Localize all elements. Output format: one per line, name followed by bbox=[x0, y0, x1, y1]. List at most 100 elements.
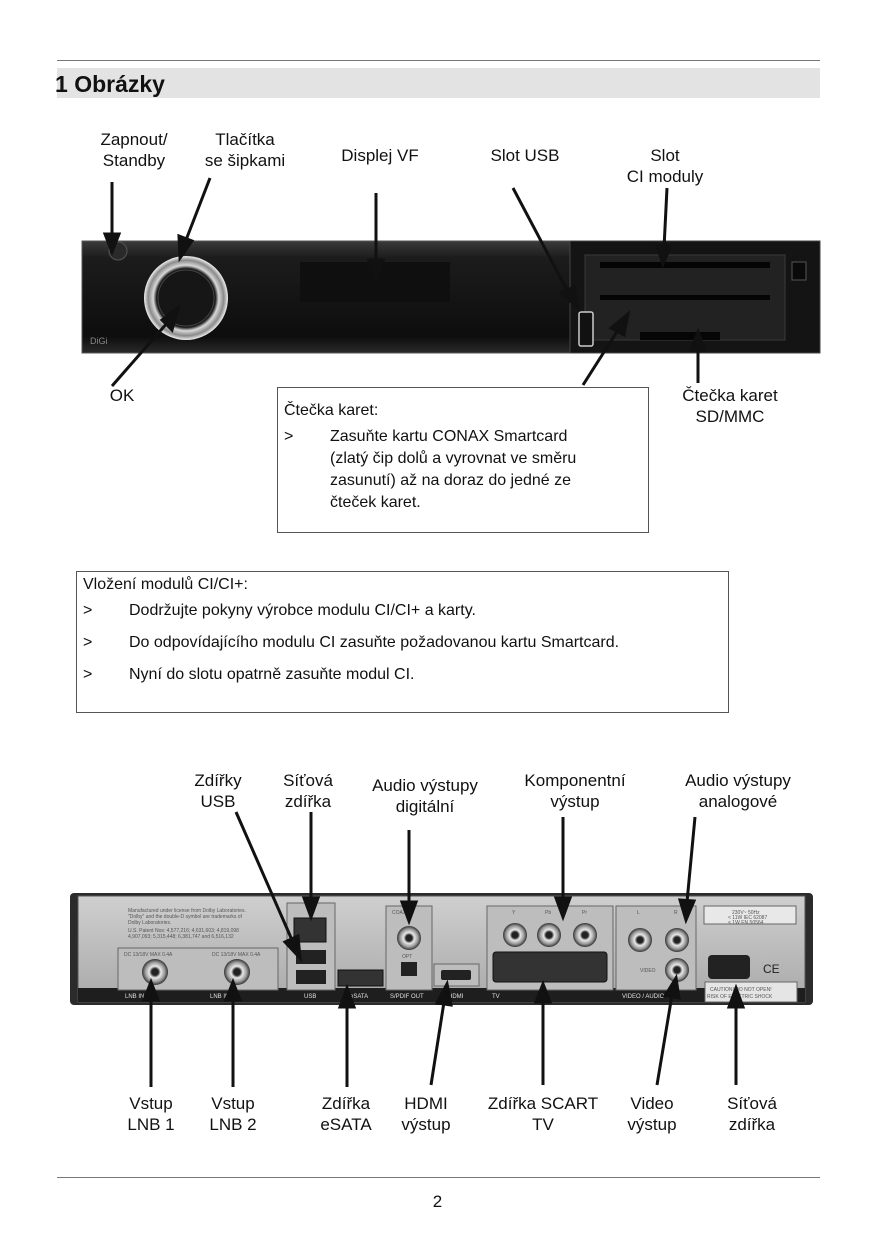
label-lnb2-line1: Vstup bbox=[211, 1094, 255, 1113]
card-reader-box: Čtečka karet: > Zasuňte kartu CONAX Smar… bbox=[277, 387, 649, 533]
label-analog-audio-line2: analogové bbox=[698, 792, 778, 811]
section-title-text: Obrázky bbox=[74, 71, 165, 97]
rating-line-2: < 11W IEC 62087 bbox=[728, 915, 767, 921]
label-sd-reader: Čtečka karet SD/MMC bbox=[655, 385, 805, 427]
brand-logo: DiGi bbox=[90, 336, 108, 346]
label-arrows-line1: Tlačítka bbox=[215, 130, 275, 149]
tv-port-label: TV bbox=[492, 994, 500, 1000]
lnb1-port-label: LNB IN 1 bbox=[125, 994, 150, 1000]
label-esata-line2: eSATA bbox=[320, 1115, 372, 1134]
label-usb-ports-line1: Zdířky bbox=[194, 771, 242, 790]
label-esata-line1: Zdířka bbox=[321, 1094, 371, 1113]
legal-line-1: Manufactured under license from Dolby La… bbox=[128, 908, 246, 914]
label-ok: OK bbox=[109, 386, 135, 405]
audio-r-label: R bbox=[674, 910, 678, 916]
bottom-rule bbox=[57, 1177, 820, 1178]
label-hdmi-line2: výstup bbox=[401, 1115, 451, 1134]
card-reader-line-2: (zlatý čip dolů a vyrovnat ve směru bbox=[330, 450, 577, 467]
lnb2-port-label: LNB IN 2 bbox=[210, 994, 235, 1000]
label-power-line2: Standby bbox=[102, 151, 166, 170]
label-network-line1: Síťová bbox=[283, 771, 333, 790]
label-ci-slot: Slot CI moduly bbox=[600, 145, 730, 187]
card-reader-title: Čtečka karet: bbox=[284, 402, 379, 419]
component-pb-label: Pb bbox=[545, 910, 551, 916]
label-esata: Zdířka eSATA bbox=[306, 1093, 386, 1135]
label-sd-line1: Čtečka karet bbox=[682, 386, 778, 405]
label-hdmi-line1: HDMI bbox=[404, 1094, 448, 1113]
label-usb-slot: Slot USB bbox=[490, 146, 560, 165]
rating-line-3: < 1W EN 50564 bbox=[728, 920, 764, 926]
rear-panel bbox=[70, 893, 813, 1005]
section-header-bar bbox=[57, 68, 820, 98]
label-lnb1-line2: LNB 1 bbox=[127, 1115, 175, 1134]
card-reader-line-4: čteček karet. bbox=[330, 494, 421, 511]
component-y-label: Y bbox=[512, 910, 516, 916]
top-rule bbox=[57, 60, 820, 61]
rear-strip-labels: LNB IN 1 LNB IN 2 USB eSATA S/PDIF OUT H… bbox=[125, 994, 679, 1000]
label-video-line1: Video bbox=[630, 1094, 674, 1113]
patent-line-2: 4,907,093; 5,315,448; 6,381,747 and 6,51… bbox=[128, 934, 234, 940]
ci-item-1-bullet: > bbox=[83, 602, 93, 619]
label-lnb2: Vstup LNB 2 bbox=[198, 1093, 268, 1135]
card-reader-line-1: Zasuňte kartu CONAX Smartcard bbox=[330, 428, 568, 445]
label-lnb1: Vstup LNB 1 bbox=[116, 1093, 186, 1135]
label-hdmi: HDMI výstup bbox=[386, 1093, 466, 1135]
ci-item-1-text: Dodržujte pokyny výrobce modulu CI/CI+ a… bbox=[129, 602, 476, 619]
label-display: Displej VF bbox=[341, 146, 419, 165]
label-digital-audio-line1: Audio výstupy bbox=[372, 776, 478, 795]
dc-rating-2: DC 13/18V MAX 0.4A bbox=[212, 952, 261, 958]
label-arrows-line2: se šipkami bbox=[204, 151, 286, 170]
label-arrow-buttons: Tlačítka se šipkami bbox=[190, 129, 300, 171]
label-digital-audio: Audio výstupy digitální bbox=[360, 775, 490, 817]
label-scart-line1: Zdířka SCART bbox=[487, 1094, 599, 1113]
label-component-line1: Komponentní bbox=[524, 771, 626, 790]
usb-port-label: USB bbox=[304, 994, 316, 1000]
coaxial-label: COAXIAL bbox=[392, 910, 414, 916]
patent-line-1: U.S. Patent Nos: 4,577,216; 4,631,603; 4… bbox=[128, 928, 239, 934]
section-number: 1 bbox=[55, 71, 68, 97]
label-power-socket: Síťová zdířka bbox=[712, 1093, 792, 1135]
ci-item-3-bullet: > bbox=[83, 666, 93, 683]
card-reader-text: Zasuňte kartu CONAX Smartcard (zlatý čip… bbox=[330, 426, 576, 514]
front-arrows bbox=[102, 177, 708, 387]
video-label: VIDEO bbox=[640, 968, 656, 974]
label-video-out: Video výstup bbox=[612, 1093, 692, 1135]
legal-line-3: Dolby Laboratories. bbox=[128, 920, 171, 926]
ce-mark: CE bbox=[763, 962, 780, 976]
card-reader-line-3: zasunutí) až na doraz do jedné ze bbox=[330, 472, 572, 489]
page-number: 2 bbox=[432, 1192, 443, 1211]
audio-l-label: L bbox=[637, 910, 640, 916]
label-analog-audio: Audio výstupy analogové bbox=[668, 770, 808, 812]
label-lnb2-line2: LNB 2 bbox=[209, 1115, 257, 1134]
component-pr-label: Pr bbox=[582, 910, 587, 916]
video-audio-port-label: VIDEO / AUDIO OUT bbox=[622, 994, 679, 1000]
label-ci-line1: Slot bbox=[650, 146, 680, 165]
label-power-line1: Zapnout/ bbox=[100, 130, 168, 149]
label-network-line2: zdířka bbox=[284, 792, 332, 811]
hdmi-port-label: HDMI bbox=[448, 994, 464, 1000]
ci-modules-box: Vložení modulů CI/CI+: > Dodržujte pokyn… bbox=[76, 571, 729, 713]
label-power-socket-line2: zdířka bbox=[728, 1115, 776, 1134]
section-title: 1 Obrázky bbox=[55, 70, 165, 98]
ci-box-title: Vložení modulů CI/CI+: bbox=[83, 576, 248, 593]
rear-arrows bbox=[141, 811, 746, 1087]
ci-item-2-text: Do odpovídajícího modulu CI zasuňte poža… bbox=[129, 634, 620, 651]
label-component-line2: výstup bbox=[550, 792, 600, 811]
label-usb-ports: Zdířky USB bbox=[178, 770, 258, 812]
optical-label: OPT bbox=[402, 954, 412, 960]
legal-line-2: "Dolby" and the double-D symbol are trad… bbox=[128, 914, 242, 920]
label-usb-ports-line2: USB bbox=[200, 792, 236, 811]
label-digital-audio-line2: digitální bbox=[395, 797, 455, 816]
label-scart-line2: TV bbox=[532, 1115, 554, 1134]
rating-line-1: 230V~ 50Hz bbox=[732, 910, 760, 916]
dc-rating-1: DC 13/18V MAX 0.4A bbox=[124, 952, 173, 958]
ci-item-2-bullet: > bbox=[83, 634, 93, 651]
caution-line-1: CAUTION! DO NOT OPEN! bbox=[710, 987, 772, 993]
label-power: Zapnout/ Standby bbox=[88, 129, 180, 171]
label-power-socket-line1: Síťová bbox=[727, 1094, 777, 1113]
label-sd-line2: SD/MMC bbox=[695, 407, 765, 426]
ci-item-3-text: Nyní do slotu opatrně zasuňte modul CI. bbox=[129, 666, 415, 683]
label-lnb1-line1: Vstup bbox=[129, 1094, 173, 1113]
label-ci-line2: CI moduly bbox=[626, 167, 704, 186]
